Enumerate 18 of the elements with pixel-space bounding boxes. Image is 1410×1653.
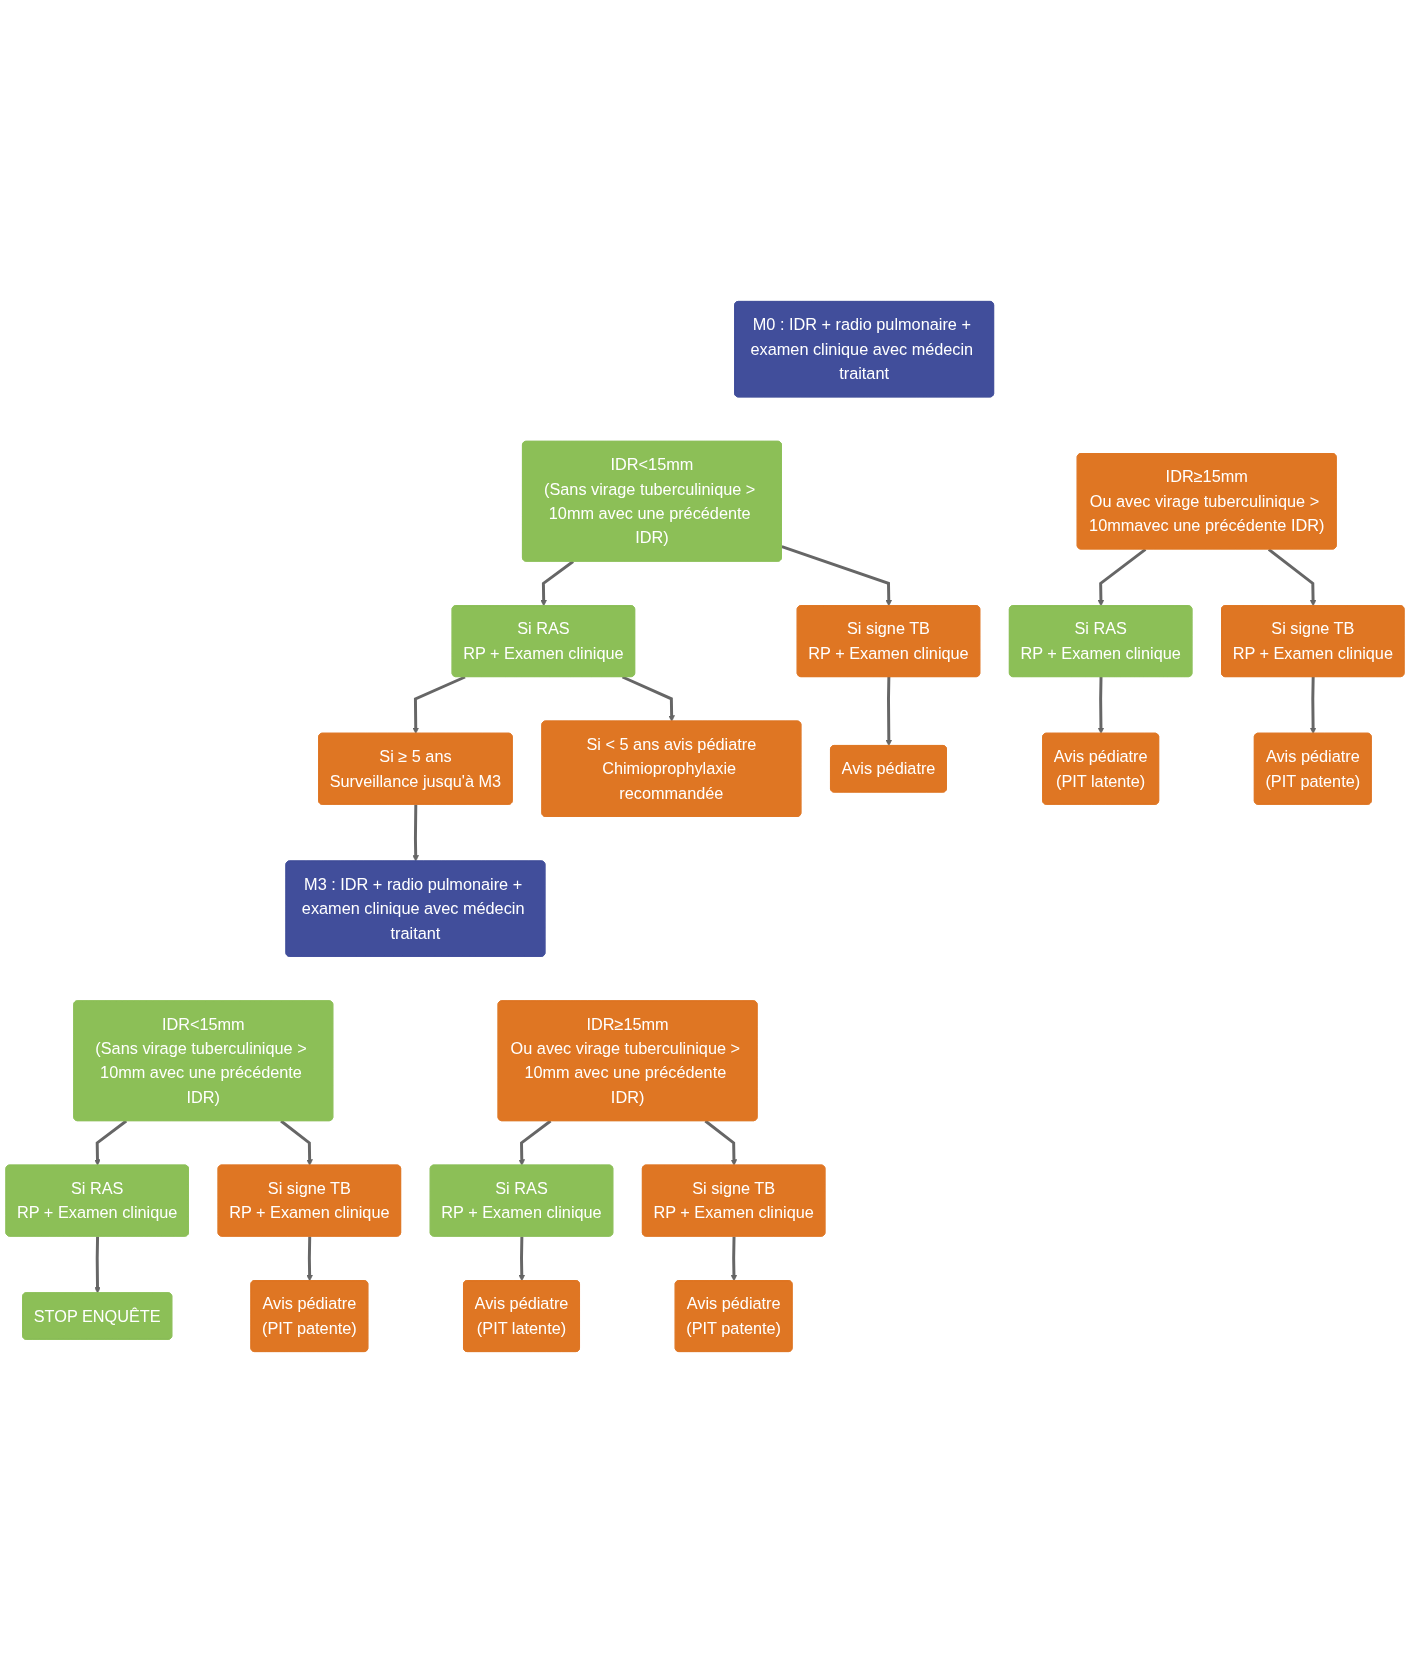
arrow bbox=[885, 677, 893, 747]
arrow bbox=[306, 1236, 313, 1282]
arrow bbox=[518, 1236, 526, 1282]
arrow bbox=[540, 560, 574, 607]
arrow bbox=[704, 1119, 738, 1166]
arrow bbox=[730, 1236, 738, 1282]
arrow bbox=[1097, 548, 1147, 607]
arrow bbox=[94, 1236, 101, 1294]
arrow bbox=[280, 1119, 313, 1166]
arrow bbox=[412, 675, 466, 734]
arrow bbox=[1309, 677, 1317, 734]
arrow bbox=[1097, 677, 1105, 734]
arrow bbox=[1267, 548, 1317, 607]
arrow bbox=[94, 1119, 128, 1166]
arrow bbox=[412, 804, 419, 862]
arrow bbox=[518, 1119, 552, 1166]
arrow bbox=[781, 545, 892, 607]
arrow bbox=[621, 675, 675, 722]
